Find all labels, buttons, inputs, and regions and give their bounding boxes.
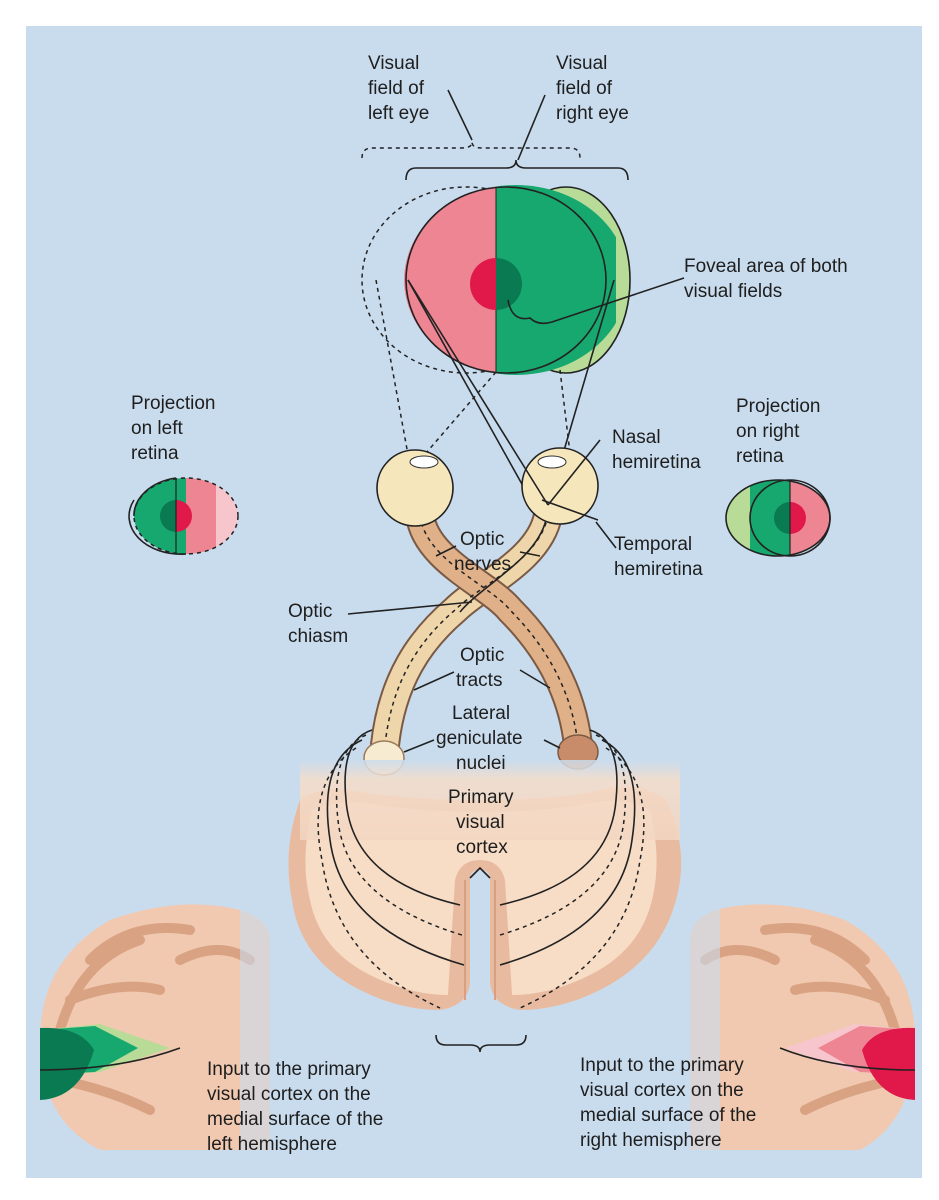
left-retina-projection [128, 477, 239, 555]
svg-text:on right: on right [736, 421, 800, 442]
caption-right-hemisphere: Input to the primary visual cortex on th… [580, 1055, 756, 1151]
label-projection-left: Projection on left retina [131, 393, 216, 464]
svg-text:nerves: nerves [454, 554, 511, 575]
svg-text:medial surface of the: medial surface of the [207, 1109, 383, 1130]
label-optic-tracts: Optic tracts [456, 645, 504, 691]
svg-text:retina: retina [131, 443, 179, 464]
svg-text:Input to the primary: Input to the primary [580, 1055, 744, 1076]
visual-field-disc [361, 185, 631, 375]
svg-text:Foveal area of both: Foveal area of both [684, 256, 848, 277]
svg-text:Temporal: Temporal [614, 534, 692, 555]
label-lateral-geniculate-nuclei: Lateral geniculate nuclei [436, 703, 523, 774]
label-foveal-area: Foveal area of both visual fields [684, 256, 848, 302]
label-nasal-hemiretina: Nasal hemiretina [612, 427, 701, 473]
svg-text:nuclei: nuclei [456, 753, 506, 774]
svg-text:Optic: Optic [460, 529, 504, 550]
svg-text:Nasal: Nasal [612, 427, 661, 448]
right-hemisphere-medial-view [680, 900, 916, 1160]
label-primary-visual-cortex: Primary visual cortex [448, 787, 514, 858]
label-visual-field-left: Visual field of left eye [368, 53, 429, 124]
svg-text:Projection: Projection [736, 396, 821, 417]
svg-text:tracts: tracts [456, 670, 502, 691]
svg-text:visual fields: visual fields [684, 281, 782, 302]
svg-text:retina: retina [736, 446, 784, 467]
svg-text:Visual: Visual [368, 53, 419, 74]
svg-text:medial surface of the: medial surface of the [580, 1105, 756, 1126]
fovea-left-half [470, 258, 496, 310]
label-projection-right: Projection on right retina [736, 396, 821, 467]
fovea-right-half [496, 258, 522, 310]
svg-text:Lateral: Lateral [452, 703, 510, 724]
svg-text:Visual: Visual [556, 53, 607, 74]
optic-radiations [317, 729, 645, 1009]
svg-text:Optic: Optic [288, 601, 332, 622]
svg-text:visual: visual [456, 812, 505, 833]
svg-text:field of: field of [556, 78, 613, 99]
svg-text:left eye: left eye [368, 103, 429, 124]
svg-text:chiasm: chiasm [288, 626, 348, 647]
svg-text:right eye: right eye [556, 103, 629, 124]
svg-text:visual cortex on the: visual cortex on the [207, 1084, 371, 1105]
svg-text:Primary: Primary [448, 787, 514, 808]
label-temporal-hemiretina: Temporal hemiretina [614, 534, 703, 580]
svg-text:right hemisphere: right hemisphere [580, 1130, 722, 1151]
left-eyeball [376, 449, 454, 527]
svg-text:visual cortex on the: visual cortex on the [580, 1080, 744, 1101]
optic-pathway [370, 500, 593, 760]
right-eyeball [521, 447, 599, 525]
svg-text:geniculate: geniculate [436, 728, 523, 749]
svg-text:hemiretina: hemiretina [614, 559, 703, 580]
svg-text:Projection: Projection [131, 393, 216, 414]
svg-text:cortex: cortex [456, 837, 508, 858]
svg-text:hemiretina: hemiretina [612, 452, 701, 473]
svg-text:field of: field of [368, 78, 425, 99]
label-optic-nerves: Optic nerves [454, 529, 511, 575]
svg-text:Optic: Optic [460, 645, 504, 666]
caption-left-hemisphere: Input to the primary visual cortex on th… [207, 1059, 383, 1155]
label-visual-field-right: Visual field of right eye [556, 53, 629, 124]
svg-text:Input to the primary: Input to the primary [207, 1059, 371, 1080]
right-retina-projection [725, 479, 831, 557]
label-optic-chiasm: Optic chiasm [288, 601, 348, 647]
left-hemisphere-medial-view [39, 900, 280, 1160]
svg-text:left hemisphere: left hemisphere [207, 1134, 337, 1155]
svg-text:on left: on left [131, 418, 183, 439]
